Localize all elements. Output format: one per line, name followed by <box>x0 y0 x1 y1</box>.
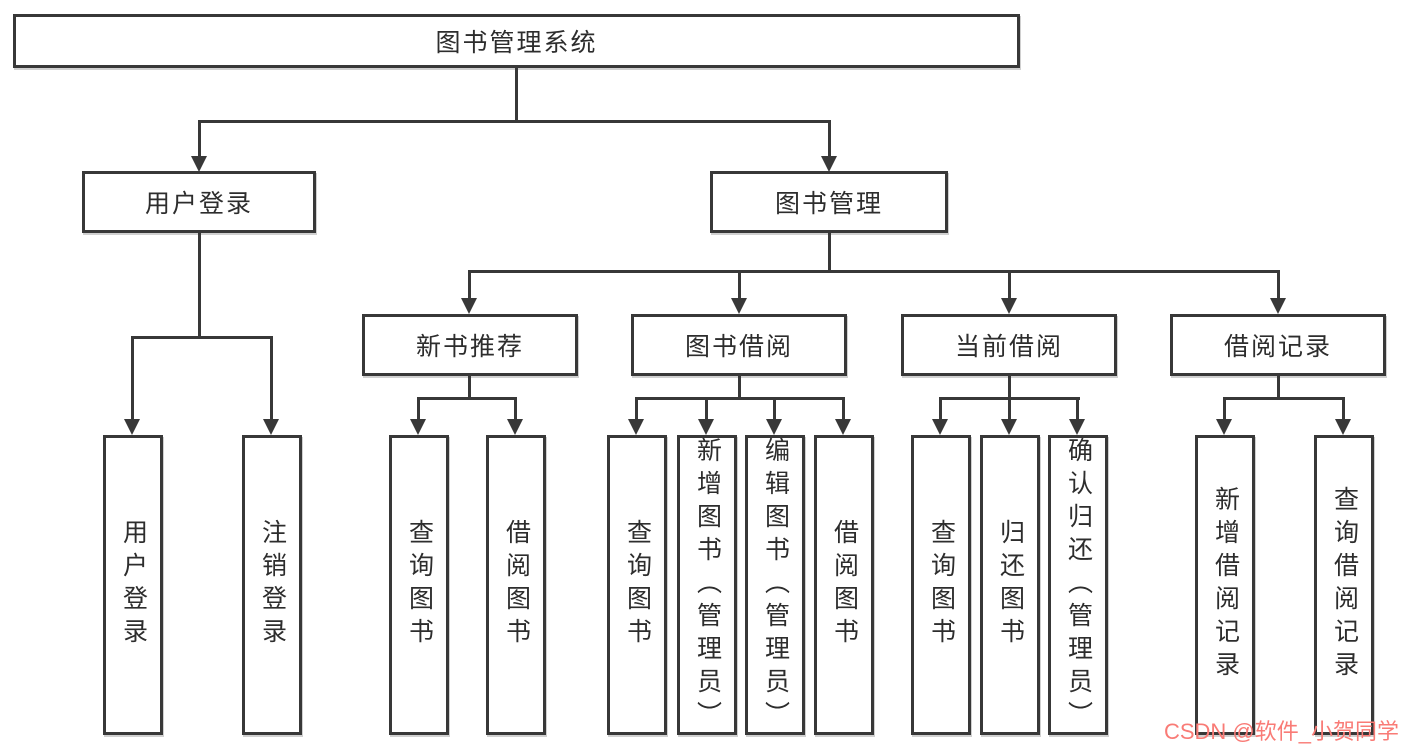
connector-line <box>468 376 471 400</box>
node-new-book-recommend-label: 新书推荐 <box>415 333 524 361</box>
connector-arrowhead <box>1069 419 1085 435</box>
connector-arrowhead <box>766 419 782 435</box>
connector-line <box>198 120 201 157</box>
leaf-confirm-return-admin-label: 确认归还（管理员） <box>1064 436 1093 734</box>
connector-arrowhead <box>124 419 140 435</box>
node-user-login: 用户登录 <box>82 171 316 233</box>
connector-arrowhead <box>821 156 837 172</box>
node-root-label: 图书管理系统 <box>435 29 598 57</box>
connector-line <box>738 376 741 400</box>
node-book-management: 图书管理 <box>710 171 948 233</box>
connector-line <box>417 397 420 421</box>
connector-line <box>1342 397 1345 421</box>
leaf-query-books-label: 查询图书 <box>623 519 652 651</box>
leaf-query-borrow-record-label: 查询借阅记录 <box>1330 486 1359 684</box>
leaf-query-books-recommend: 查询图书 <box>389 435 449 735</box>
connector-line <box>635 397 845 400</box>
connector-line <box>468 270 471 300</box>
connector-line <box>468 270 1280 273</box>
leaf-query-borrow-record: 查询借阅记录 <box>1314 435 1374 735</box>
connector-line <box>1277 270 1280 300</box>
node-book-borrow: 图书借阅 <box>631 314 847 376</box>
connector-arrowhead <box>1001 298 1017 314</box>
connector-line <box>705 397 708 421</box>
leaf-borrow-books-recommend-label: 借阅图书 <box>502 519 531 651</box>
node-root: 图书管理系统 <box>13 14 1020 68</box>
connector-line <box>635 397 638 421</box>
connector-arrowhead <box>461 298 477 314</box>
connector-line <box>939 397 942 421</box>
node-user-login-label: 用户登录 <box>144 190 253 218</box>
connector-line <box>1008 397 1011 421</box>
connector-line <box>738 270 741 300</box>
node-borrow-records-label: 借阅记录 <box>1223 333 1332 361</box>
node-book-borrow-label: 图书借阅 <box>684 333 793 361</box>
connector-line <box>270 336 273 421</box>
node-borrow-records: 借阅记录 <box>1170 314 1386 376</box>
connector-line <box>417 397 517 400</box>
connector-line <box>131 336 273 339</box>
leaf-return-books: 归还图书 <box>980 435 1040 735</box>
connector-arrowhead <box>731 298 747 314</box>
connector-arrowhead <box>191 156 207 172</box>
connector-line <box>1277 376 1280 400</box>
connector-arrowhead <box>1270 298 1286 314</box>
leaf-add-borrow-record: 新增借阅记录 <box>1195 435 1255 735</box>
connector-arrowhead <box>628 419 644 435</box>
node-book-management-label: 图书管理 <box>774 190 883 218</box>
connector-line <box>198 232 201 338</box>
leaf-edit-books-admin-label: 编辑图书（管理员） <box>761 436 790 734</box>
leaf-add-borrow-record-label: 新增借阅记录 <box>1211 486 1240 684</box>
connector-line <box>773 397 776 421</box>
node-current-borrow-label: 当前借阅 <box>954 333 1063 361</box>
leaf-borrow-books-label: 借阅图书 <box>830 519 859 651</box>
connector-arrowhead <box>1335 419 1351 435</box>
leaf-confirm-return-admin: 确认归还（管理员） <box>1048 435 1108 735</box>
connector-line <box>842 397 845 421</box>
connector-arrowhead <box>507 419 523 435</box>
leaf-query-books-current-label: 查询图书 <box>927 519 956 651</box>
leaf-user-login: 用户登录 <box>103 435 163 735</box>
connector-line <box>1223 397 1226 421</box>
connector-line <box>828 232 831 273</box>
node-new-book-recommend: 新书推荐 <box>362 314 578 376</box>
connector-line <box>131 336 134 421</box>
leaf-add-books-admin: 新增图书（管理员） <box>677 435 737 735</box>
connector-line <box>1008 376 1011 400</box>
connector-line <box>1223 397 1345 400</box>
leaf-query-books-current: 查询图书 <box>911 435 971 735</box>
connector-line <box>1076 397 1079 421</box>
leaf-add-books-admin-label: 新增图书（管理员） <box>693 436 722 734</box>
leaf-query-books-recommend-label: 查询图书 <box>405 519 434 651</box>
connector-arrowhead <box>1001 419 1017 435</box>
connector-arrowhead <box>410 419 426 435</box>
connector-line <box>514 397 517 421</box>
node-current-borrow: 当前借阅 <box>901 314 1117 376</box>
leaf-logout-label: 注销登录 <box>258 519 287 651</box>
connector-arrowhead <box>932 419 948 435</box>
leaf-borrow-books: 借阅图书 <box>814 435 874 735</box>
csdn-watermark: CSDN @软件_小贺同学 <box>1163 719 1399 744</box>
leaf-user-login-label: 用户登录 <box>119 519 148 651</box>
leaf-query-books: 查询图书 <box>607 435 667 735</box>
leaf-borrow-books-recommend: 借阅图书 <box>486 435 546 735</box>
connector-line <box>515 68 518 123</box>
leaf-edit-books-admin: 编辑图书（管理员） <box>745 435 805 735</box>
connector-line <box>1008 270 1011 300</box>
connector-line <box>828 120 831 157</box>
connector-line <box>198 120 831 123</box>
connector-arrowhead <box>263 419 279 435</box>
connector-arrowhead <box>835 419 851 435</box>
connector-arrowhead <box>698 419 714 435</box>
leaf-logout: 注销登录 <box>242 435 302 735</box>
leaf-return-books-label: 归还图书 <box>996 519 1025 651</box>
connector-arrowhead <box>1216 419 1232 435</box>
